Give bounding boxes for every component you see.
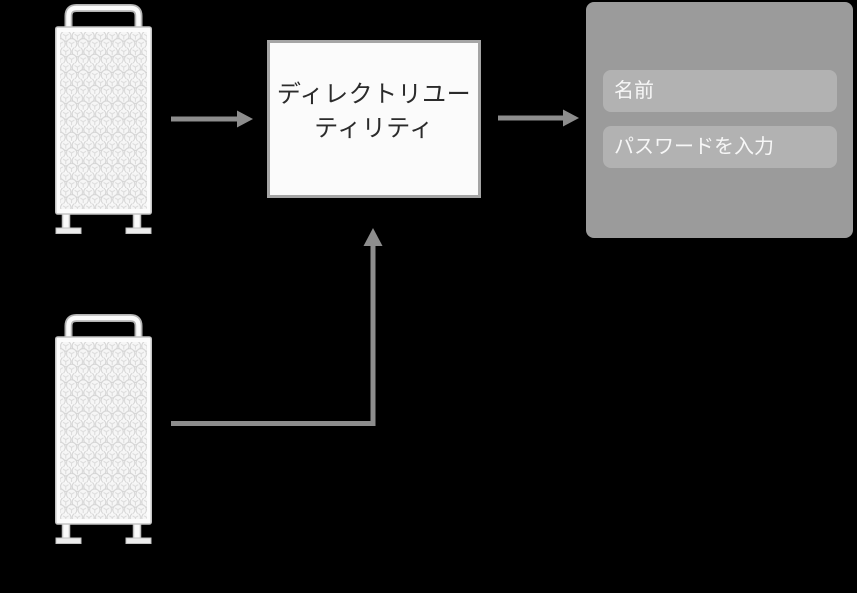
arrow-right-icon <box>171 110 253 128</box>
arrow-up-elbow-icon <box>171 228 383 426</box>
directory-utility-label-line1: ディレクトリユー <box>276 81 472 108</box>
directory-utility-box: ディレクトリユー ティリティ <box>267 40 481 198</box>
arrow-right-icon <box>498 109 579 127</box>
password-field[interactable] <box>603 126 837 168</box>
mac-pro-tower-icon <box>55 313 152 545</box>
name-field[interactable] <box>603 70 837 112</box>
login-panel <box>586 2 853 238</box>
directory-utility-label-line2: ティリティ <box>314 115 434 142</box>
mac-pro-tower-icon <box>55 3 152 235</box>
